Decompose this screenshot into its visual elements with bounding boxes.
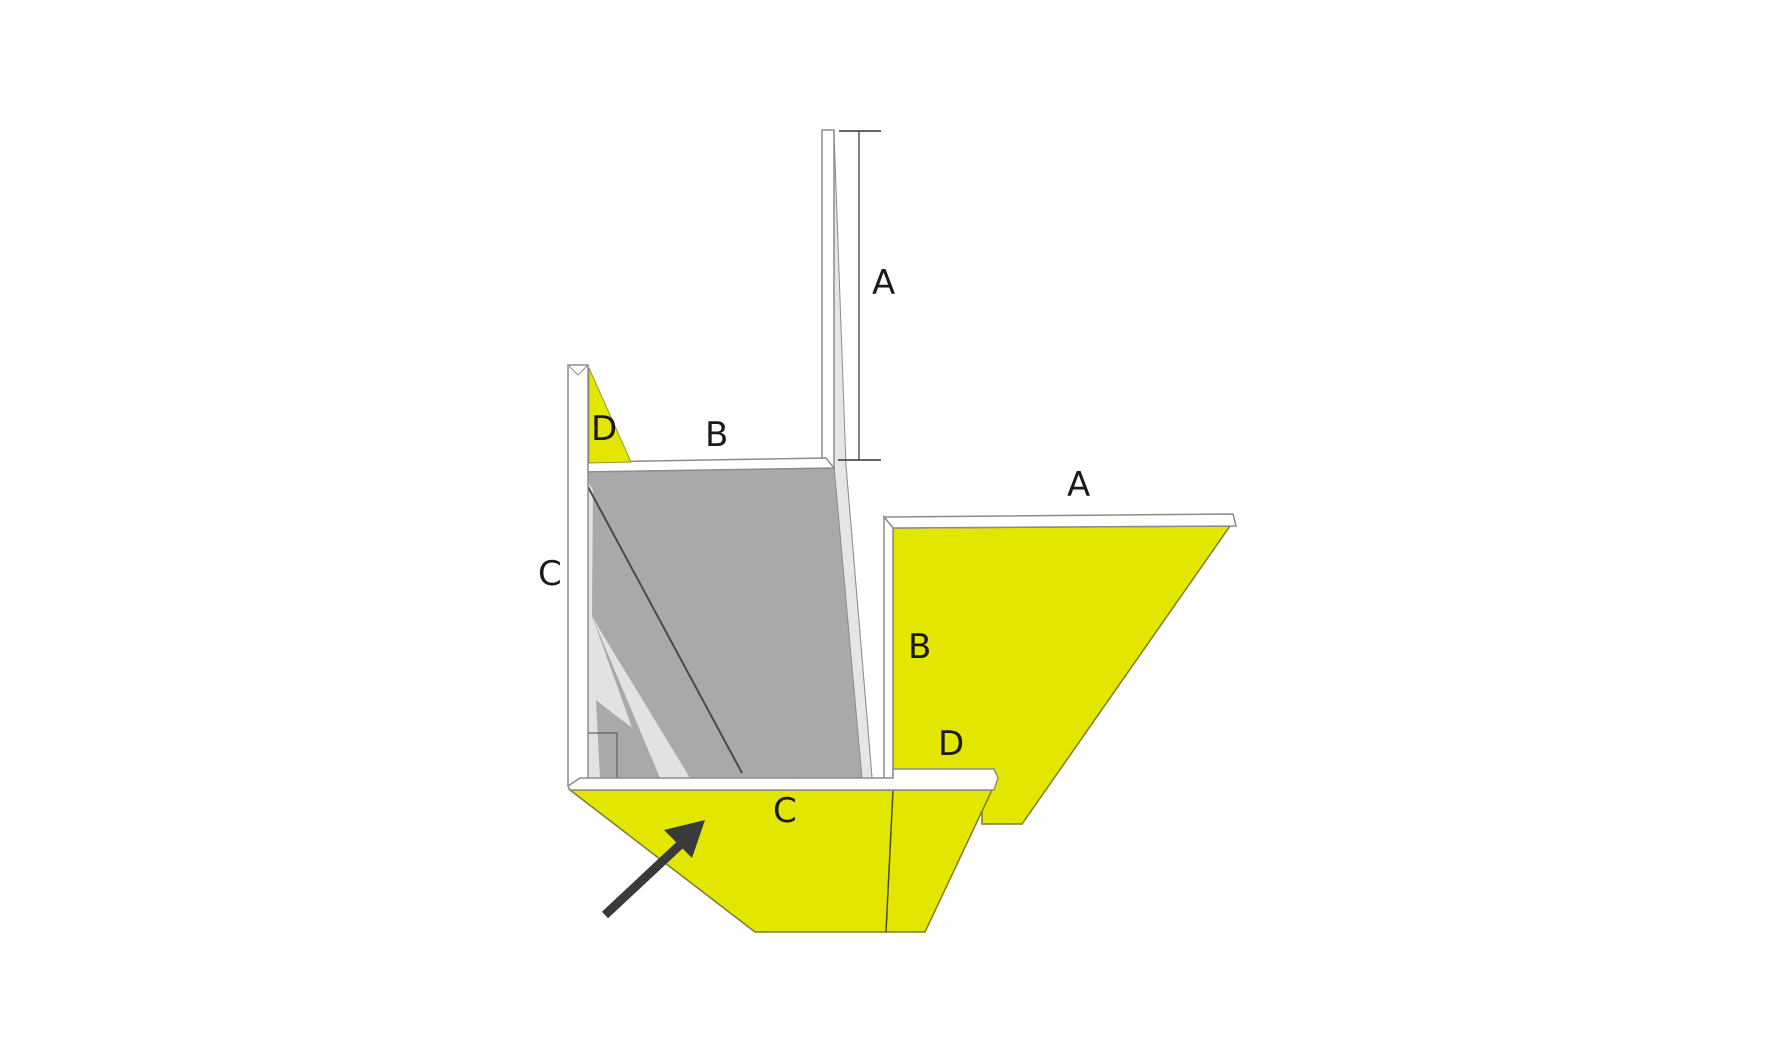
- label-c-left-post: C: [538, 554, 562, 594]
- label-d-top-triangle: D: [591, 409, 617, 449]
- gray-panel: [579, 465, 873, 779]
- arrow-up-right-icon: [601, 820, 705, 919]
- top-triangle-d: [588, 367, 632, 464]
- bottom-panel: [567, 768, 999, 933]
- label-c-bottom-panel: C: [773, 791, 797, 831]
- label-a-dimension: A: [872, 263, 895, 303]
- left-post: [567, 364, 589, 788]
- label-a-right-panel: A: [1067, 465, 1090, 505]
- label-b-top-shelf: B: [705, 415, 728, 455]
- label-d-right-corner: D: [938, 724, 964, 764]
- dimension-a: [838, 130, 881, 461]
- label-b-right-post: B: [908, 627, 931, 667]
